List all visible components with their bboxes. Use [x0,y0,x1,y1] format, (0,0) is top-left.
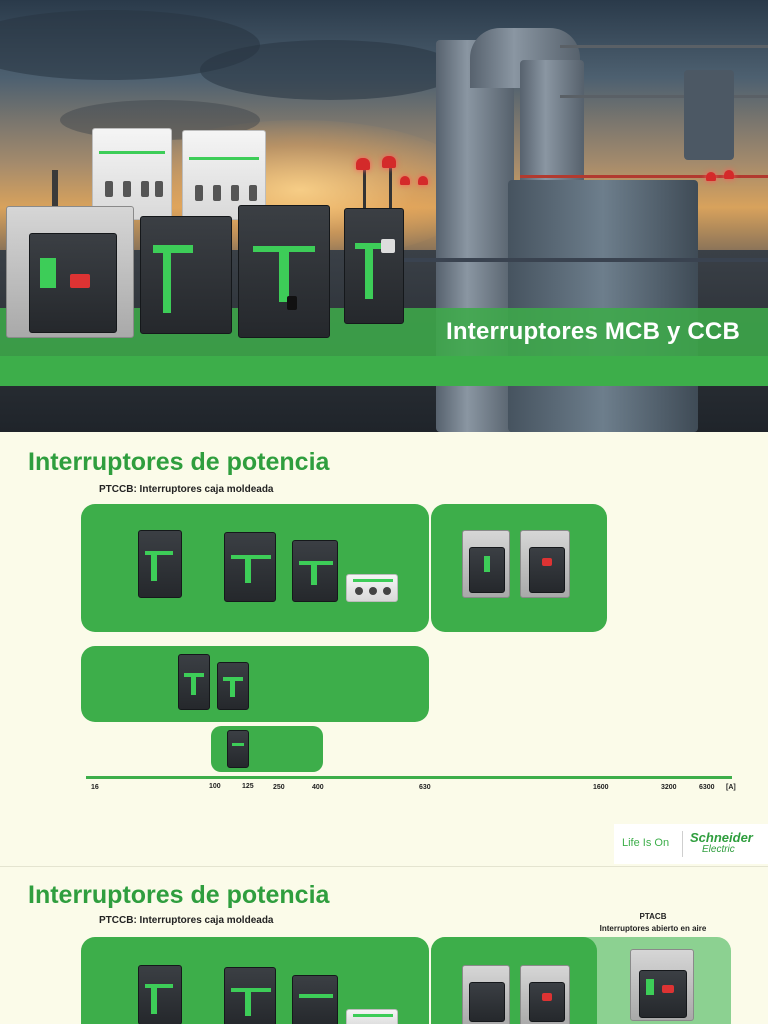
red-beacon-icon [382,156,396,168]
mccb-breaker-image [292,975,338,1024]
lamp-post [363,170,366,230]
mccb-high-range-panel [431,937,597,1024]
axis-tick: 630 [419,784,431,791]
slide-subtitle: PTCCB: Interruptores caja moldeada [99,484,274,495]
axis-tick: 16 [91,784,99,791]
chimney [52,170,58,230]
acb-breaker-image [6,206,134,338]
axis-unit: [A] [726,784,736,791]
brand-tagline: Life Is On [622,837,670,849]
slide-power-breakers-acb: Interruptores de potencia PTCCB: Interru… [0,866,768,1024]
lamp-post [389,168,392,228]
small-breaker-image [227,730,249,768]
axis-tick: 6300 [699,784,715,791]
mccb-breaker-image [138,965,182,1024]
axis-tick: 400 [312,784,324,791]
hero-slide: Interruptores MCB y CCB [0,0,768,432]
slide-title: Interruptores de potencia [28,881,330,909]
slide-power-breakers: Interruptores de potencia PTCCB: Interru… [0,432,768,866]
axis-tick: 100 [209,783,221,790]
red-beacon-icon [356,158,370,170]
mccb-breaker-image [292,540,338,602]
mccb-large-breaker-image [520,965,570,1024]
mccb-large-breaker-image [520,530,570,598]
axis-tick: 3200 [661,784,677,791]
cabinet [684,70,734,160]
hero-title: Interruptores MCB y CCB [446,318,740,345]
brand-name: Schneider [690,830,753,845]
axis-tick: 250 [273,784,285,791]
railing [560,45,768,48]
acb-breaker-image [630,949,694,1021]
railing [560,95,768,98]
cloud [200,40,460,100]
ptacb-title: PTACB [639,912,667,921]
red-beacon-icon [724,170,734,179]
mcb-breaker-image [92,128,172,220]
slide-title: Interruptores de potencia [28,448,330,476]
ccb-breaker-image [238,205,330,338]
mccb-breaker-image [138,530,182,598]
axis-tick: 1600 [593,784,609,791]
slide-subtitle: PTCCB: Interruptores caja moldeada [99,915,274,926]
mccb-large-breaker-image [462,530,510,598]
current-axis [86,776,732,779]
axis-tick: 125 [242,783,254,790]
red-beacon-icon [706,172,716,181]
mcb-breaker-image [182,130,266,220]
title-band-lower [0,356,768,386]
railing [400,258,768,262]
red-beacon-icon [400,176,410,185]
ccb-breaker-image [344,208,404,324]
brand-name-sub: Electric [702,844,735,855]
compact-range-panel [81,646,429,722]
mccb-high-range-panel [431,504,607,632]
trip-unit-image [346,1009,398,1024]
ptacb-label: PTACB Interruptores abierto en aire [560,911,746,935]
ccb-breaker-image [140,216,232,334]
railing [520,175,768,178]
compact-breaker-image [217,662,249,710]
compact-breaker-image [178,654,210,710]
trip-unit-image [346,574,398,602]
mccb-breaker-image [224,967,276,1024]
ptacb-subtitle: Interruptores abierto en aire [599,924,707,933]
brand-logo: Life Is On Schneider Electric [614,824,768,864]
mccb-breaker-image [224,532,276,602]
mccb-large-breaker-image [462,965,510,1024]
red-beacon-icon [418,176,428,185]
brand-divider [682,831,683,857]
tank [508,180,698,432]
